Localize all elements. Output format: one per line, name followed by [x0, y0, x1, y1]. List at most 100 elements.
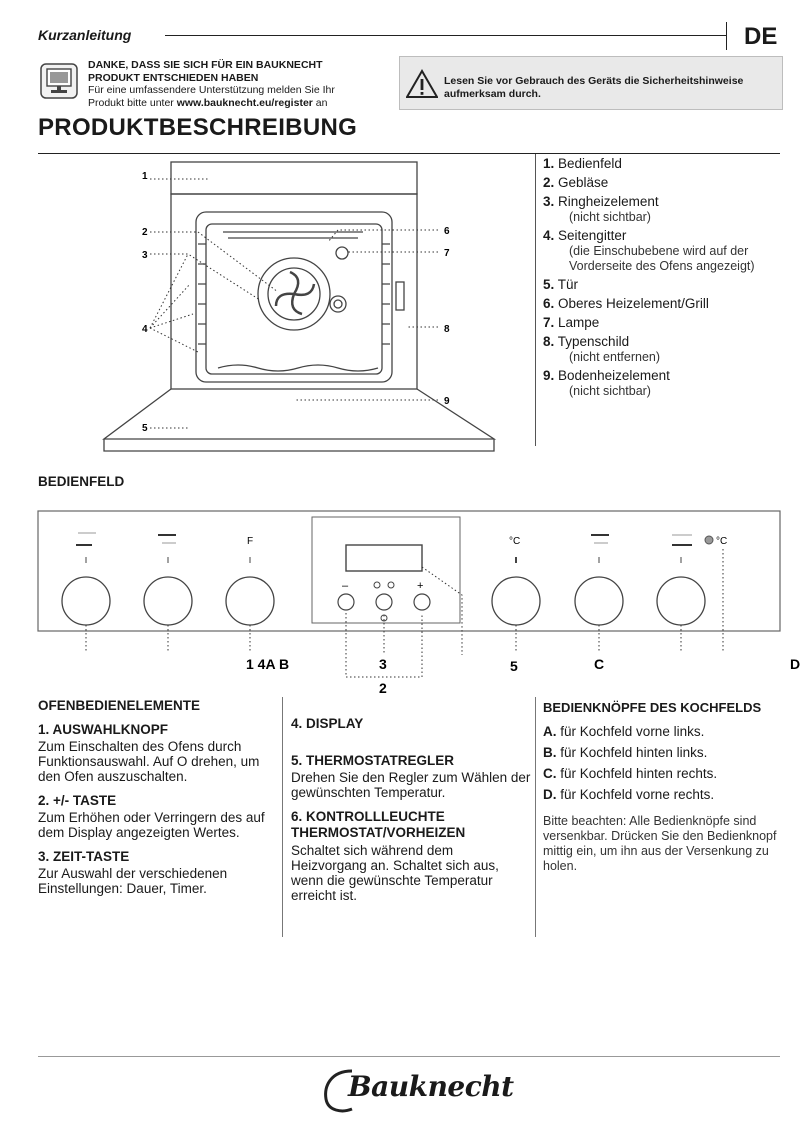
callout-7: 7 — [444, 248, 450, 259]
hob-knobs-title: BEDIENKNÖPFE DES KOCHFELDS — [543, 700, 762, 715]
part-number: 6. — [543, 296, 555, 311]
minus-symbol: – — [342, 580, 349, 592]
knob-a — [61, 576, 111, 626]
hob-knob-item: D. für Kochfeld vorne rechts. — [543, 787, 793, 802]
product-description-title: PRODUKTBESCHREIBUNG — [38, 114, 358, 141]
callout-8: 8 — [444, 324, 450, 335]
part-label: Tür — [557, 277, 579, 292]
selector-knob-text: Zum Einschalten des Ofens durch Funktion… — [38, 739, 260, 784]
control-panel-diagram: – + F °C °C 1 4A B 3 2 5 C D — [37, 510, 800, 695]
part-number: 1. — [543, 156, 555, 171]
part-item: 2. Gebläse — [543, 175, 798, 191]
plus-symbol: + — [417, 580, 423, 592]
warning-line-2: aufmerksam durch. — [444, 88, 541, 100]
hob-knob-letter: C. — [543, 766, 557, 781]
control-panel-outline — [37, 510, 781, 632]
knob-b — [143, 576, 193, 626]
callout-3: 3 — [142, 250, 148, 261]
minus-button — [337, 593, 355, 611]
part-note: (nicht sichtbar) — [569, 384, 651, 398]
time-button-heading: 3. ZEIT-TASTE — [38, 849, 130, 864]
part-item: 6. Oberes Heizelement/Grill — [543, 296, 798, 312]
oven-control-strip — [170, 161, 418, 195]
footer-rule — [38, 1056, 780, 1057]
hob-knob-label: für Kochfeld vorne rechts. — [560, 787, 715, 802]
plus-minus-text: Zum Erhöhen oder Verringern des auf dem … — [38, 810, 265, 840]
logo-text: Bauknecht — [348, 1070, 514, 1103]
oven-cavity — [195, 211, 393, 383]
hob-knobs-column: BEDIENKNÖPFE DES KOCHFELDS A. für Kochfe… — [543, 700, 793, 874]
parts-divider — [535, 154, 536, 446]
part-item: 1. Bedienfeld — [543, 156, 798, 172]
part-number: 9. — [543, 368, 555, 383]
thanks-line-3: Für eine umfassendere Unterstützung meld… — [88, 84, 335, 96]
hob-knob-letter: B. — [543, 745, 557, 760]
part-note: (nicht entfernen) — [569, 350, 661, 364]
hob-knobs-note: Bitte beachten: Alle Bedienknöpfe sind v… — [543, 814, 777, 873]
thanks-line-1: DANKE, DASS SIE SICH FÜR EIN BAUKNECHT — [88, 59, 323, 71]
part-label: Ringheizelement — [558, 194, 659, 209]
part-note: (nicht sichtbar) — [569, 210, 651, 224]
bauknecht-logo: Bauknecht — [322, 1063, 514, 1117]
hob-knob-letter: A. — [543, 724, 557, 739]
header-rule-tick — [726, 22, 727, 50]
warning-text: Lesen Sie vor Gebrauch des Geräts die Si… — [444, 75, 774, 101]
part-label: Gebläse — [558, 175, 609, 190]
part-number: 4. — [543, 228, 555, 243]
control-panel-title: BEDIENFELD — [38, 474, 125, 489]
lamp-symbol: °C — [716, 536, 727, 547]
thermostat-symbol: °C — [509, 536, 520, 547]
language-code: DE — [744, 23, 778, 50]
oven-fan — [257, 257, 331, 331]
column-divider — [282, 697, 283, 937]
part-number: 2. — [543, 175, 555, 190]
panel-label-5: 5 — [510, 658, 518, 674]
plus-button — [413, 593, 431, 611]
oven-controls-column: OFENBEDIENELEMENTE 1. AUSWAHLKNOPF Zum E… — [38, 698, 278, 905]
thermostat-lamp — [704, 535, 714, 545]
logo-swoosh-icon — [324, 1069, 353, 1113]
preheat-lamp-heading: 6. KONTROLLLEUCHTE THERMOSTAT/VORHEIZEN — [291, 809, 466, 840]
hob-knob-label: für Kochfeld hinten links. — [560, 745, 708, 760]
part-note: (die Einschubebene wird auf der Vorderse… — [569, 244, 755, 273]
part-label: Bodenheizelement — [558, 368, 670, 383]
part-number: 8. — [543, 334, 555, 349]
part-item: 3. Ringheizelement(nicht sichtbar) — [543, 194, 798, 225]
callout-6: 6 — [444, 226, 450, 237]
callout-9: 9 — [444, 396, 450, 407]
document-type: Kurzanleitung — [38, 27, 132, 43]
part-number: 7. — [543, 315, 555, 330]
part-item: 8. Typenschild(nicht entfernen) — [543, 334, 798, 365]
column-divider — [535, 697, 536, 937]
display-column: 4. DISPLAY 5. THERMOSTATREGLER Drehen Si… — [291, 716, 531, 912]
function-symbol: F — [247, 536, 253, 547]
preheat-lamp-text: Schaltet sich während dem Heizvorgang an… — [291, 843, 499, 903]
thanks-line-2: PRODUKT ENTSCHIEDEN HABEN — [88, 71, 259, 84]
panel-label-c: C — [594, 656, 604, 672]
selector-knob — [225, 576, 275, 626]
panel-label-2: 2 — [379, 680, 387, 695]
oven-body — [170, 193, 418, 390]
part-label: Lampe — [558, 315, 600, 330]
callout-4: 4 — [142, 324, 148, 335]
display-heading: 4. DISPLAY — [291, 716, 364, 731]
time-button-text: Zur Auswahl der verschiedenen Einstellun… — [38, 866, 228, 896]
part-item: 4. Seitengitter(die Einschubebene wird a… — [543, 228, 798, 274]
part-number: 5. — [543, 277, 555, 292]
time-button — [375, 593, 393, 611]
part-label: Typenschild — [557, 334, 630, 349]
part-item: 5. Tür — [543, 277, 798, 293]
panel-label-d: D — [790, 656, 800, 672]
safety-warning-box: Lesen Sie vor Gebrauch des Geräts die Si… — [399, 56, 783, 110]
registration-notice: DANKE, DASS SIE SICH FÜR EIN BAUKNECHT P… — [88, 59, 388, 109]
panel-label-1-4a-b: 1 4A B — [246, 656, 289, 672]
callout-1: 1 — [142, 171, 148, 182]
display-screen — [345, 544, 423, 572]
thermostat-text: Drehen Sie den Regler zum Wählen der gew… — [291, 770, 531, 800]
hob-knob-item: A. für Kochfeld vorne links. — [543, 724, 793, 739]
header-rule — [165, 35, 727, 36]
part-label: Bedienfeld — [558, 156, 622, 171]
section-rule — [38, 153, 780, 154]
register-link[interactable]: www.bauknecht.eu/register — [176, 96, 313, 109]
oven-controls-title: OFENBEDIENELEMENTE — [38, 698, 201, 713]
